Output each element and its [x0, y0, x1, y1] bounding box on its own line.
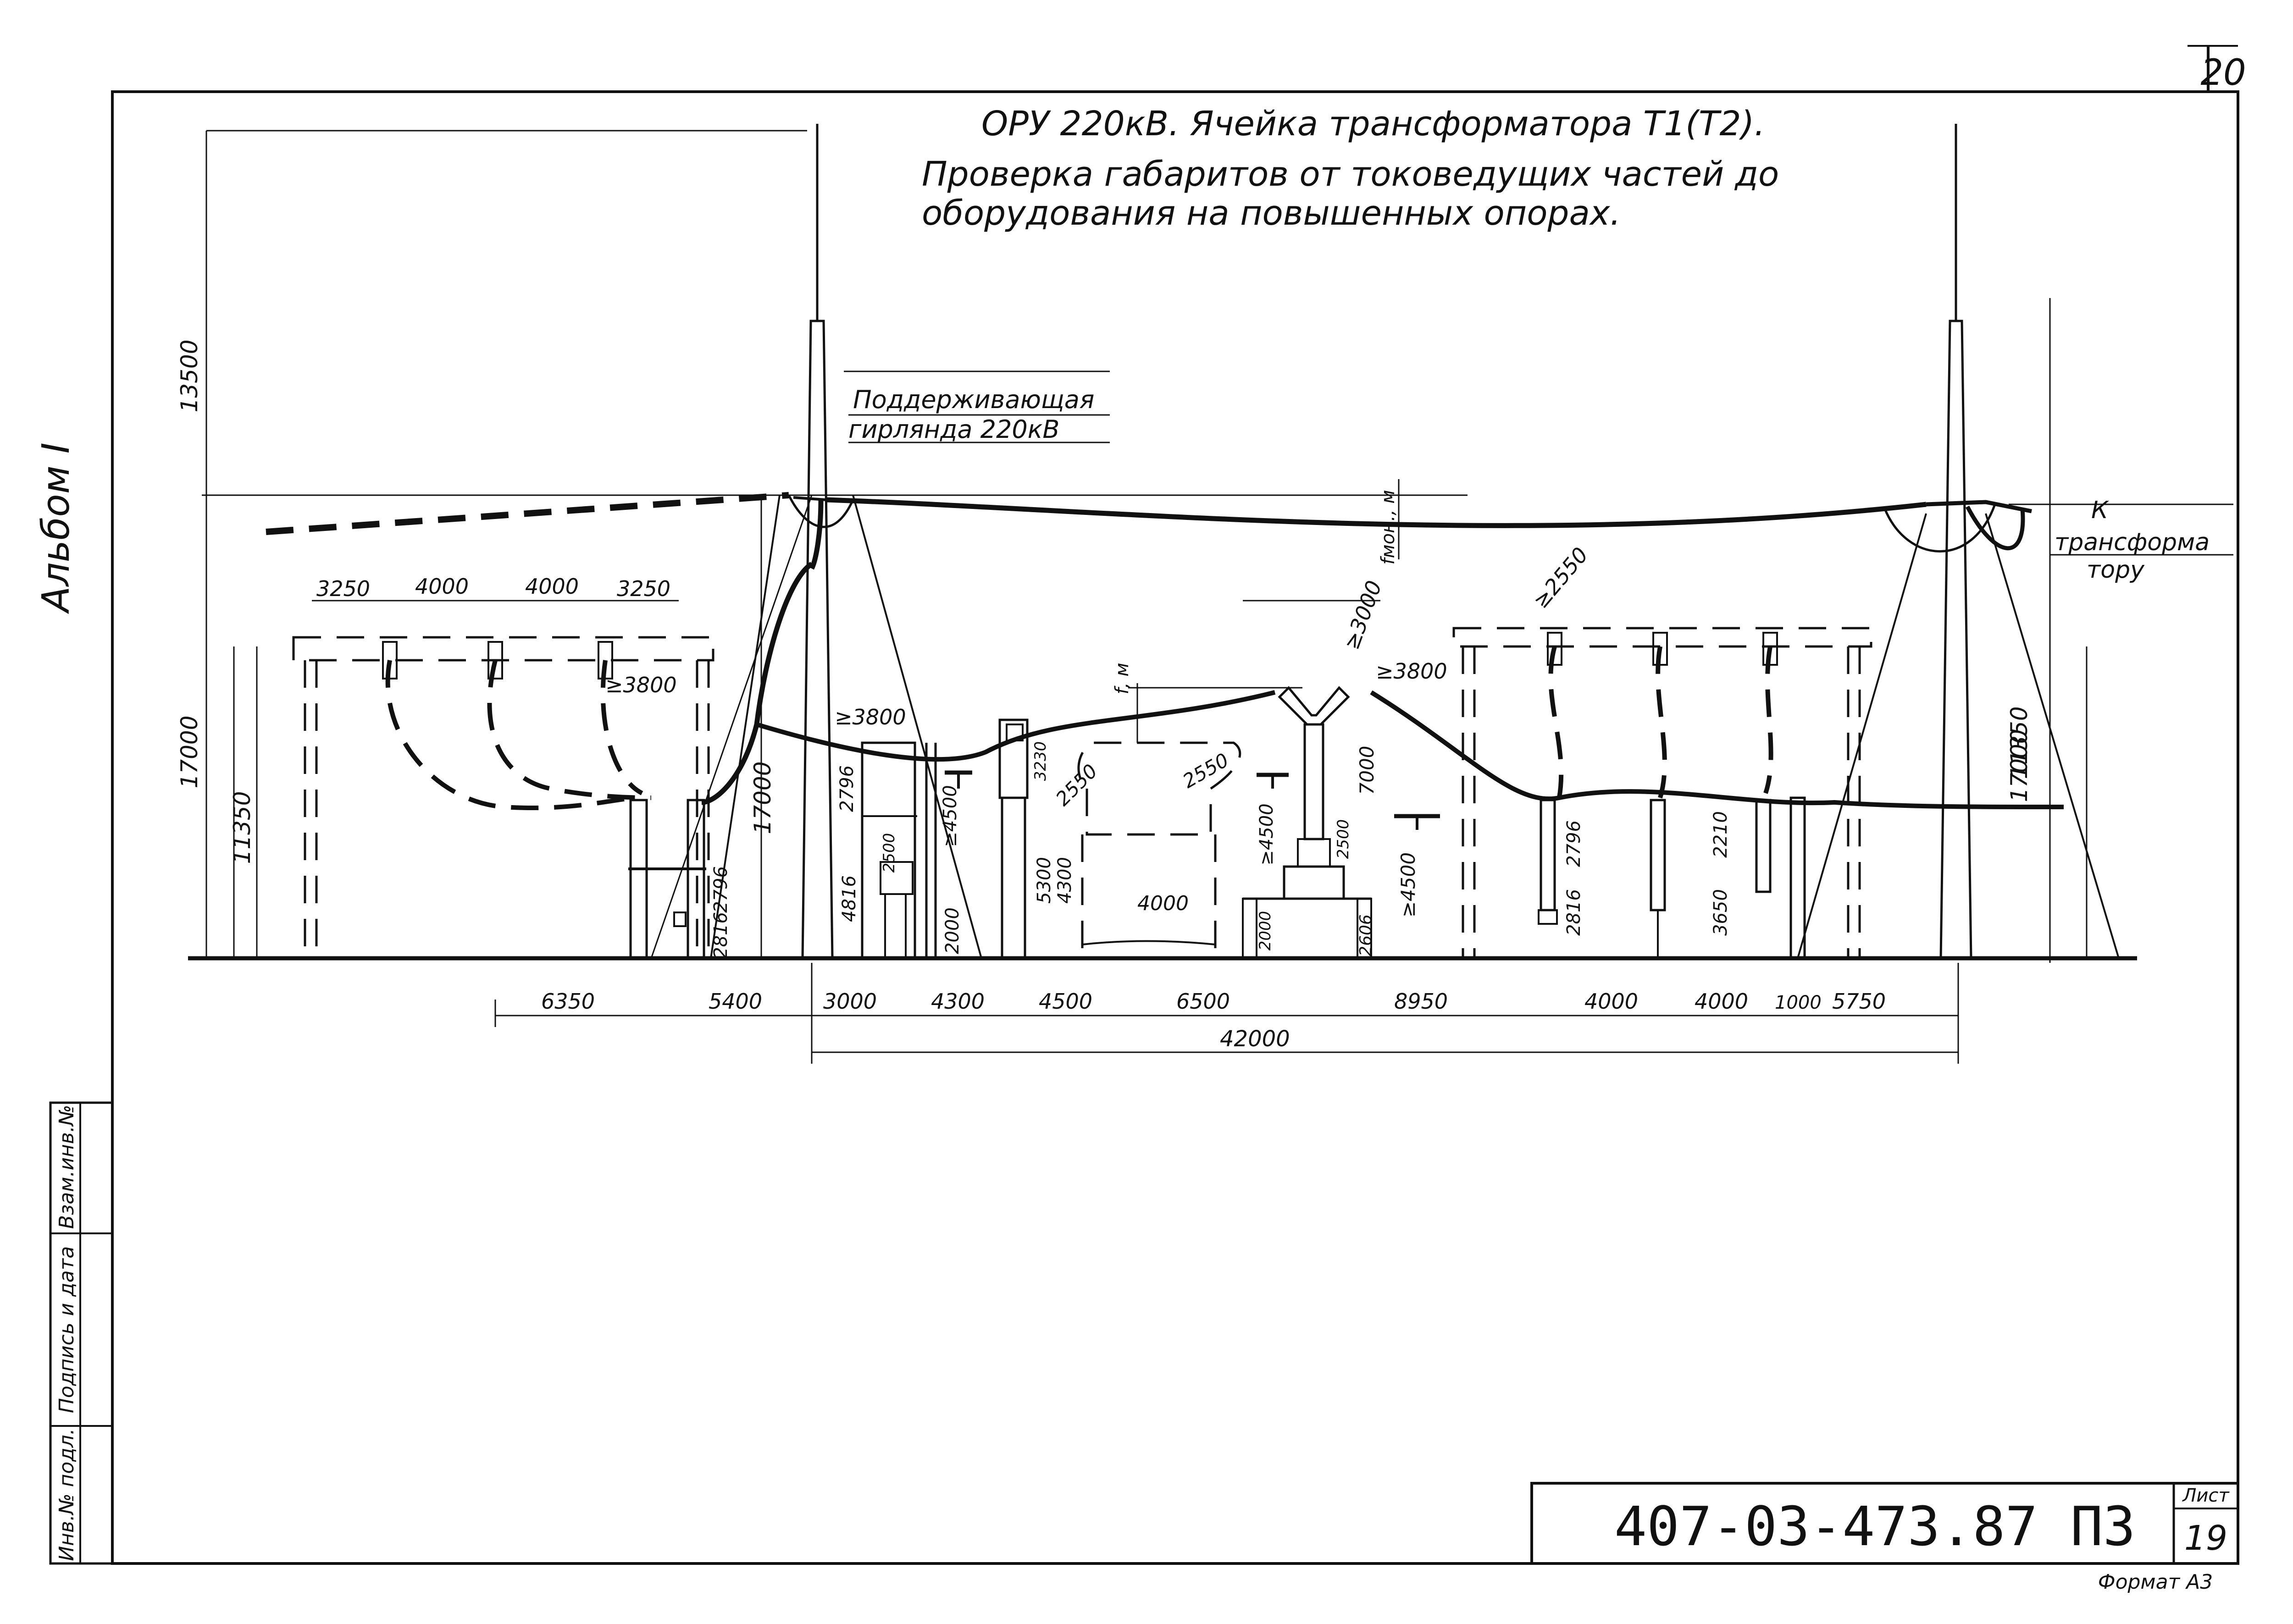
- dim-bottom-5: 4500: [1039, 989, 1092, 1014]
- dim-2796-right: 2796: [1563, 820, 1584, 867]
- title-line-1: ОРУ 220кВ. Ячейка трансформатора Т1(Т2).: [981, 104, 1765, 144]
- side-stamp: Инв.№ подл. Подпись и дата Взам.инв.№: [49, 1101, 114, 1565]
- dim-clear-2550-b: 2550: [1179, 749, 1233, 793]
- left-gantry: [292, 636, 714, 958]
- album-label: Альбом I: [34, 442, 78, 614]
- dim-bottom-8: 4000: [1584, 989, 1638, 1014]
- dim-clear-2550-right: ≥2550: [1528, 542, 1593, 613]
- drop-conductor-left: [701, 562, 814, 805]
- dim-2796-left: 2796: [710, 866, 731, 913]
- dim-2816-right: 2816: [1563, 889, 1584, 936]
- label-to-transformer-2: тору: [2087, 556, 2145, 584]
- dim-clear-3800-mid: ≥3800: [835, 705, 906, 729]
- overhead-bus: [787, 494, 2032, 552]
- dim-4300: 4300: [1054, 857, 1075, 904]
- dim-3650: 3650: [1710, 889, 1731, 936]
- bus-sag-left: [756, 690, 1276, 762]
- dim-2210: 2210: [1710, 811, 1731, 858]
- dim-bottom-7: 8950: [1394, 989, 1448, 1014]
- bus-sag-right: [1370, 690, 2064, 809]
- dim-11350-left: 11350: [229, 791, 255, 864]
- sheet-frame: [111, 90, 2239, 1565]
- dim-bottom-3: 3000: [823, 989, 877, 1014]
- dim-lines: [202, 130, 2233, 1064]
- document-code: 407-03-473.87 ПЗ: [1614, 1495, 2136, 1558]
- dim-7000: 7000: [1356, 746, 1378, 795]
- stamp-inv-podl: Инв.№ подл.: [55, 1428, 78, 1561]
- label-support-string-1: Поддерживающая: [853, 385, 1094, 414]
- title-block: 407-03-473.87 ПЗ Лист 19: [1530, 1482, 2239, 1565]
- dim-bottom-4: 4300: [931, 989, 985, 1014]
- dim-bottom-10: 1000: [1775, 992, 1822, 1013]
- dim-bottom-6: 6500: [1176, 989, 1230, 1014]
- left-mast: [650, 124, 982, 960]
- dim-top-span-1: 3250: [316, 576, 370, 601]
- dim-clear-3800-left: ≥3800: [605, 673, 677, 697]
- stamp-signature-date: Подпись и дата: [55, 1246, 78, 1413]
- dim-clear-3000: ≥3000: [1339, 577, 1387, 653]
- stamp-vzam-inv: Взам.инв.№: [55, 1105, 78, 1229]
- dim-17000-right: 17000: [2006, 729, 2033, 802]
- dim-bottom-9: 4000: [1695, 989, 1748, 1014]
- dim-2500-b: 2500: [1334, 819, 1352, 859]
- dim-4500-a: ≥4500: [940, 785, 961, 847]
- dim-top-span-4: 3250: [617, 576, 670, 601]
- dim-3230: 3230: [1031, 741, 1050, 781]
- dim-4500-b: ≥4500: [1256, 803, 1277, 865]
- dim-2606: 2606: [1357, 914, 1375, 956]
- sheet-label: Лист: [2182, 1485, 2230, 1506]
- dim-2816-left: 2816: [710, 912, 731, 959]
- dim-top-span-3: 4000: [525, 574, 579, 599]
- label-f-mon: fмон., м: [1378, 490, 1399, 564]
- title-line-2: Проверка габаритов от токоведущих частей…: [922, 155, 1779, 194]
- dim-4000-mid: 4000: [1137, 892, 1189, 915]
- sheet-number: 19: [2184, 1519, 2227, 1558]
- dim-4500-c: ≥4500: [1397, 852, 1419, 917]
- sheet-number-top: 20: [2200, 52, 2246, 94]
- incoming-line-dashed: [266, 492, 789, 535]
- dim-2000-b: 2000: [1256, 911, 1274, 951]
- label-support-string-2: гирлянда 220кВ: [848, 415, 1059, 444]
- left-equipment: [628, 799, 706, 960]
- right-mast: [1797, 124, 2120, 960]
- dim-5300: 5300: [1034, 857, 1055, 904]
- dim-top-span-2: 4000: [415, 574, 469, 599]
- dim-2796-mid: 2796: [836, 765, 858, 812]
- right-equipment: [1538, 796, 1806, 960]
- label-f: f, м: [1112, 663, 1133, 695]
- dim-bottom-1: 6350: [541, 989, 595, 1014]
- dim-bottom-2: 5400: [709, 989, 762, 1014]
- dim-4816: 4816: [839, 875, 860, 922]
- dim-11350-right: 11350: [2006, 706, 2033, 779]
- dim-2000-a: 2000: [942, 907, 963, 954]
- dim-clear-2550-a: 2550: [1051, 760, 1102, 810]
- dim-17000-mid: 17000: [749, 761, 776, 834]
- center-equipment: [861, 686, 1440, 960]
- dim-clear-3800-right: ≥3800: [1376, 659, 1447, 684]
- dim-13500: 13500: [176, 339, 203, 412]
- dim-17000-left: 17000: [176, 715, 203, 788]
- dim-total: 42000: [1220, 1026, 1290, 1052]
- right-gantry: [1452, 627, 1872, 958]
- label-to-transformer-1: трансформа: [2055, 529, 2210, 556]
- label-to-transformer-k: К: [2091, 497, 2109, 524]
- title-line-3: оборудования на повышенных опорах.: [922, 193, 1621, 233]
- dim-2500-a: 2500: [880, 833, 898, 873]
- format-label: Формат А3: [2098, 1570, 2213, 1594]
- dim-bottom-11: 5750: [1832, 989, 1886, 1014]
